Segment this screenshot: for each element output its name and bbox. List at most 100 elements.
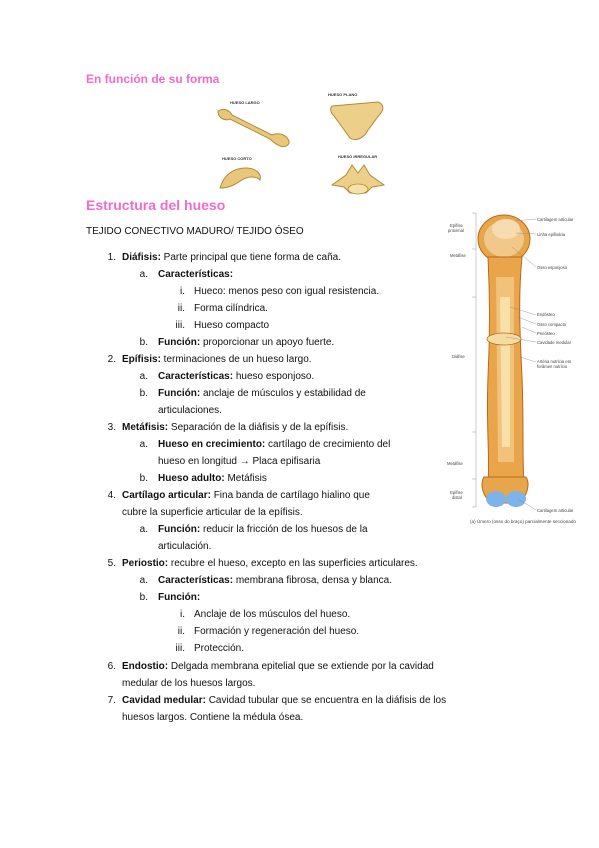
list-subitem-continuation: hueso en longitud → Placa epifisaria (158, 456, 321, 467)
term-label: Diáfisis: (122, 252, 161, 263)
term-label: Endostio: (122, 661, 169, 672)
item-text: hueso esponjoso. (233, 371, 315, 382)
term-label: Hueso en crecimiento: (158, 439, 266, 450)
item-text: recubre el hueso, excepto en las superfi… (168, 558, 418, 569)
label-cartilagem-top: Cartilagem articular (537, 217, 574, 222)
term-label: Función: (158, 592, 201, 603)
item-text: proporcionar un apoyo fuerte. (200, 337, 335, 348)
list-letter: a. (139, 269, 148, 280)
item-text: reducir la fricción de los huesos de la (200, 524, 368, 535)
list-subsubitem: Hueco: menos peso con igual resistencia. (194, 286, 380, 297)
list-number: 5. (107, 558, 116, 569)
list-item-cavidad-medular: Cavidad medular: Cavidad tubular que se … (122, 692, 446, 709)
list-item-continuation: huesos largos. Contiene la médula ósea. (122, 712, 304, 723)
label-epifise-proximal-2: proximal (448, 228, 464, 233)
irregular-bone-illustration (330, 164, 386, 195)
list-letter: b. (139, 592, 148, 603)
item-text: Fina banda de cartílago hialino que (210, 490, 370, 501)
item-text: Cavidad tubular que se encuentra en la d… (205, 695, 447, 706)
list-letter: a. (139, 371, 148, 382)
list-roman: iii. (175, 320, 185, 331)
item-text: Delgada membrana epitelial que se extien… (168, 661, 434, 672)
list-letter: a. (139, 439, 148, 450)
section-title-structure: Estructura del hueso (86, 197, 226, 213)
humerus-illustration (472, 212, 537, 511)
list-letter: b. (139, 337, 148, 348)
label-short-bone: HUESO CORTO (222, 156, 252, 161)
label-periosteo: Periósteo (537, 331, 555, 336)
label-osso-compacto: Osso compacto (537, 322, 567, 327)
list-number: 2. (107, 354, 116, 365)
list-subitem: Características: hueso esponjoso. (158, 368, 314, 385)
list-subitem: Características: (158, 266, 233, 283)
list-item-periostio: Periostio: recubre el hueso, excepto en … (122, 555, 418, 572)
list-letter: a. (139, 575, 148, 586)
list-subitem: Función: proporcionar un apoyo fuerte. (158, 334, 334, 351)
label-epifise-distal-2: distal (452, 495, 462, 500)
figure-caption: (a) Úmero (osso do braço) parcialmente s… (470, 519, 576, 524)
short-bone-illustration (219, 167, 261, 189)
term-label: Epífisis: (122, 354, 161, 365)
list-roman: ii. (177, 626, 185, 637)
bone-types-figure: HUESO LARGO HUESO PLANO HUESO CORTO HUES… (200, 92, 400, 197)
list-subitem-continuation: articulaciones. (158, 405, 222, 416)
label-linha-epifisaria: Linha epifisária (537, 232, 566, 237)
list-item-continuation: cubre la superficie articular de la epíf… (122, 507, 303, 518)
item-text: membrana fibrosa, densa y blanca. (233, 575, 393, 586)
item-text: anclaje de músculos y estabilidad de (200, 388, 366, 399)
list-item-epifisis: Epífisis: terminaciones de un hueso larg… (122, 351, 312, 368)
long-bone-illustration (217, 108, 290, 148)
list-item-diafisis: Diáfisis: Parte principal que tiene form… (122, 249, 341, 266)
label-cavidade-medular: Cavidade medular (537, 340, 571, 345)
list-subsubitem: Anclaje de los músculos del hueso. (194, 609, 351, 620)
list-roman: i. (180, 609, 185, 620)
label-epifise-proximal-1: Epífise (450, 223, 463, 228)
item-text: terminaciones de un hueso largo. (160, 354, 312, 365)
list-subitem: Características: membrana fibrosa, densa… (158, 572, 392, 589)
term-label: Función: (158, 337, 201, 348)
humerus-anatomy-figure: Epífise proximal Metáfise Diáfise Metáfi… (444, 207, 599, 529)
list-subitem: Hueso adulto: Metáfisis (158, 470, 267, 487)
list-number: 3. (107, 422, 116, 433)
label-long-bone: HUESO LARGO (230, 100, 260, 105)
label-diafise: Diáfise (452, 354, 465, 359)
label-irregular-bone: HUESO IRREGULAR (338, 154, 378, 159)
item-text: Parte principal que tiene forma de caña. (160, 252, 342, 263)
label-flat-bone: HUESO PLANO (328, 92, 358, 97)
term-label: Características: (158, 371, 234, 382)
term-label: Periostio: (122, 558, 169, 569)
list-subsubitem: Hueso compacto (194, 320, 270, 331)
list-subitem: Función: reducir la fricción de los hues… (158, 521, 368, 538)
list-number: 6. (107, 661, 116, 672)
term-label: Función: (158, 524, 201, 535)
list-number: 7. (107, 695, 116, 706)
item-text: Metáfisis (224, 473, 267, 484)
list-subsubitem: Formación y regeneración del hueso. (194, 626, 360, 637)
list-item-continuation: medular de los huesos largos. (122, 678, 256, 689)
label-epifise-distal-1: Epífise (450, 490, 463, 495)
label-arteria-1: Artéria nutrícia em (537, 359, 572, 364)
list-roman: iii. (175, 643, 185, 654)
list-subsubitem: Forma cilíndrica. (194, 303, 268, 314)
term-label: Cartílago articular: (122, 490, 211, 501)
list-subitem: Función: anclaje de músculos y estabilid… (158, 385, 366, 402)
list-roman: i. (180, 286, 185, 297)
label-metafise-bottom: Metáfise (447, 461, 463, 466)
term-label: Cavidad medular: (122, 695, 206, 706)
list-item-metafisis: Metáfisis: Separación de la diáfisis y d… (122, 419, 348, 436)
subtitle: TEJIDO CONECTIVO MADURO/ TEJIDO ÓSEO (86, 226, 304, 237)
term-label: Hueso adulto: (158, 473, 225, 484)
flat-bone-illustration (330, 101, 384, 141)
list-letter: b. (139, 473, 148, 484)
section-title-shape: En función de su forma (86, 72, 220, 86)
label-endosteo: Endósteo (537, 312, 555, 317)
label-metafise-top: Metáfise (450, 253, 466, 258)
item-text: cartílago de crecimiento del (265, 439, 391, 450)
list-number: 1. (107, 252, 116, 263)
term-label: Características: (158, 575, 234, 586)
list-subitem: Hueso en crecimiento: cartílago de creci… (158, 436, 390, 453)
term-label: Metáfisis: (122, 422, 169, 433)
list-item-cartilago: Cartílago articular: Fina banda de cartí… (122, 487, 370, 504)
list-roman: ii. (177, 303, 185, 314)
list-subitem-continuation: articulación. (158, 541, 212, 552)
